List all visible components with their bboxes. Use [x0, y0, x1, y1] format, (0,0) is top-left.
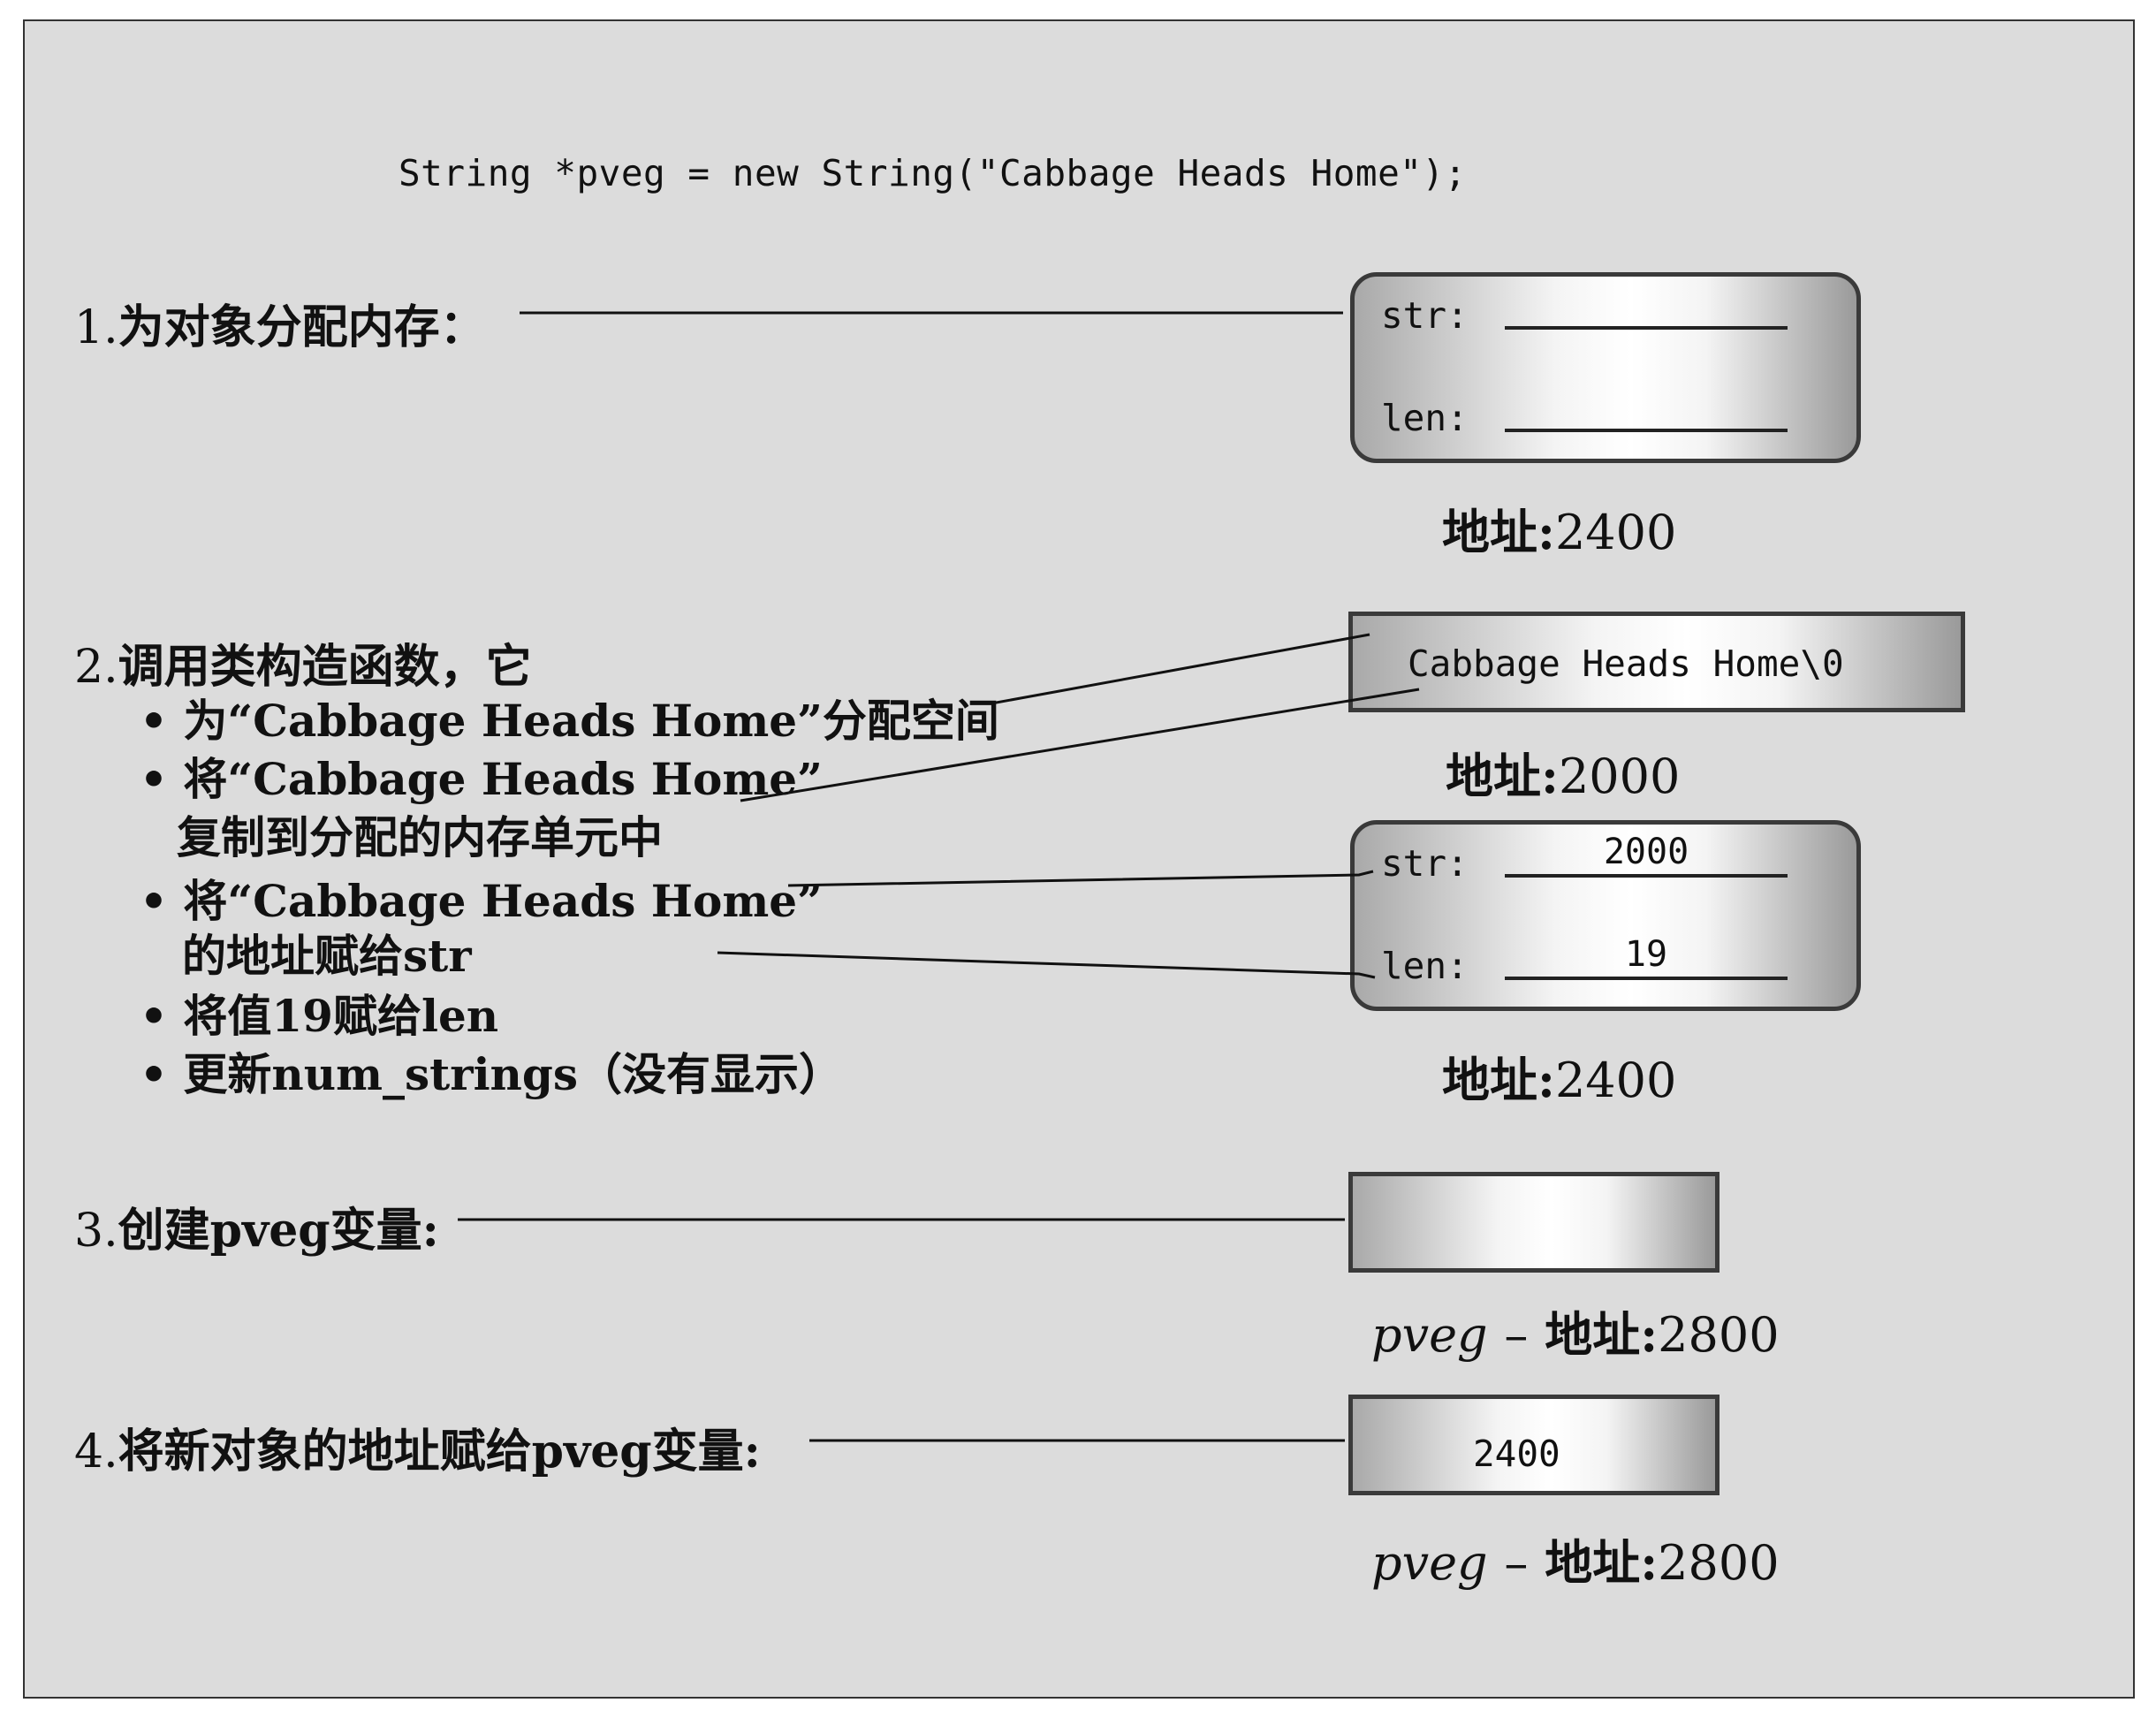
string-buffer-content: Cabbage Heads Home\0	[1408, 642, 1844, 685]
connector-copy	[740, 688, 1420, 802]
step-4-number: 4.	[74, 1425, 118, 1479]
connector-allocate	[991, 633, 1370, 705]
step-2: 2.调用类构造函数，它	[74, 629, 532, 696]
address-value: 2800	[1658, 1535, 1780, 1591]
len-field-underline	[1505, 977, 1788, 980]
string-buffer-box: Cabbage Heads Home\0	[1348, 612, 1965, 712]
address-label-text: 地址:	[1442, 1052, 1555, 1108]
str-field-underline	[1505, 326, 1788, 330]
str-field-value: 2000	[1603, 832, 1689, 872]
str-field-label: str:	[1381, 294, 1469, 337]
address-label-pveg-1: pveg – 地址:2800	[1371, 1296, 1780, 1365]
address-value: 2800	[1658, 1307, 1780, 1363]
step-2-text: 调用类构造函数，它	[118, 640, 532, 694]
code-line: String *pveg = new String("Cabbage Heads…	[399, 152, 1467, 194]
pveg-variable-name: pveg	[1371, 1535, 1488, 1591]
connector-assign-len	[717, 951, 1376, 979]
address-value: 2000	[1558, 749, 1681, 804]
address-dash: –	[1504, 1307, 1529, 1363]
address-label-text: 地址:	[1446, 748, 1559, 804]
object-box-filled: str: 2000 len: 19	[1350, 820, 1861, 1011]
object-box-empty: str: len:	[1350, 272, 1861, 463]
step-2-number: 2.	[74, 641, 118, 694]
bullet-assign-str-line2: 的地址赋给str	[182, 930, 472, 982]
len-field-label: len:	[1381, 945, 1469, 987]
step-3-text: 创建pveg变量:	[118, 1204, 439, 1258]
address-label-text: 地址:	[1442, 504, 1555, 560]
bullet-copy-line2: 复制到分配的内存单元中	[177, 811, 663, 863]
bullet-assign-len: • 将值19赋给len	[140, 990, 499, 1042]
str-field-label: str:	[1381, 842, 1469, 885]
step-3: 3.创建pveg变量:	[74, 1193, 439, 1259]
address-label-string-buffer: 地址:2000	[1446, 737, 1680, 807]
address-dash: –	[1504, 1535, 1529, 1591]
bullet-copy-line1: • 将“Cabbage Heads Home”	[140, 753, 823, 805]
connector-assign-str	[787, 870, 1374, 887]
address-label-object-1: 地址:2400	[1442, 493, 1676, 563]
step-1-number: 1.	[74, 301, 118, 354]
bullet-allocate: • 为“Cabbage Heads Home”分配空间	[140, 695, 999, 747]
pveg-box-empty	[1348, 1172, 1719, 1273]
step-1-text: 为对象分配内存：	[118, 300, 486, 354]
len-field-value: 19	[1624, 934, 1668, 975]
address-label-text: 地址:	[1545, 1534, 1659, 1591]
address-label-text: 地址:	[1545, 1306, 1659, 1363]
step-1: 1.为对象分配内存：	[74, 290, 486, 356]
pveg-box-filled: 2400	[1348, 1395, 1719, 1495]
step-4-text: 将新对象的地址赋给pveg变量:	[118, 1425, 761, 1479]
str-field-underline	[1505, 874, 1788, 878]
step-3-number: 3.	[74, 1205, 118, 1258]
bullet-assign-str-line1: • 将“Cabbage Heads Home”	[140, 875, 823, 927]
address-value: 2400	[1554, 1053, 1677, 1108]
len-field-label: len:	[1381, 397, 1469, 439]
pveg-variable-name: pveg	[1371, 1307, 1488, 1363]
address-value: 2400	[1554, 505, 1677, 560]
address-label-pveg-2: pveg – 地址:2800	[1371, 1524, 1780, 1593]
step-4: 4.将新对象的地址赋给pveg变量:	[74, 1414, 761, 1480]
pveg-box-content: 2400	[1473, 1433, 1560, 1475]
bullet-update-num-strings: • 更新num_strings（没有显示）	[140, 1048, 844, 1100]
address-label-object-2: 地址:2400	[1442, 1041, 1676, 1111]
len-field-underline	[1505, 429, 1788, 432]
